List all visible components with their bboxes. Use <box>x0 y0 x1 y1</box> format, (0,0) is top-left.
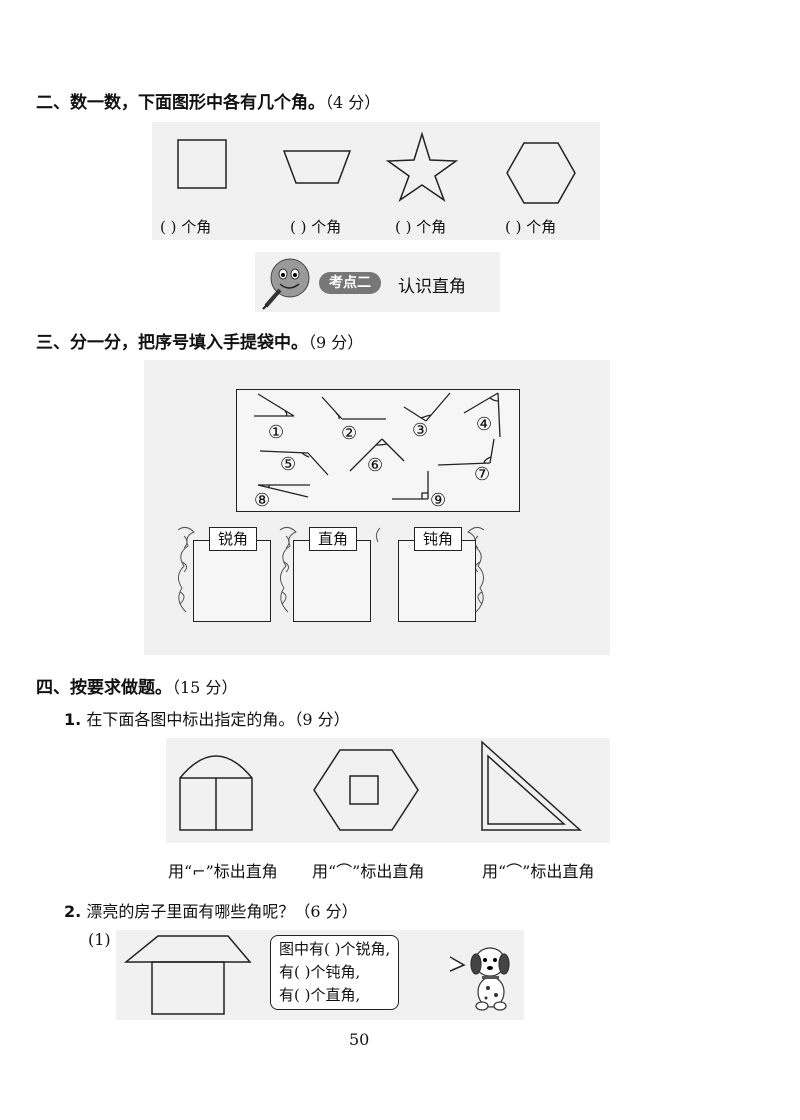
section4-title: 四、按要求做题。 <box>36 678 172 698</box>
kaodian-label: 考点二 <box>319 272 381 294</box>
q2-text: 漂亮的房子里面有哪些角呢？（6 分） <box>86 902 358 921</box>
q1-figures <box>179 740 582 831</box>
trapezoid-shape <box>282 150 352 184</box>
kaodian-title: 认识直角 <box>398 277 466 297</box>
angle-number-8: ⑧ <box>254 490 271 511</box>
section2-shapes <box>177 131 576 204</box>
speech-bubble: 图中有( )个锐角, 有( )个钝角, 有( )个直角, <box>270 935 400 1010</box>
acute-count-line[interactable]: 图中有( )个锐角, <box>279 940 391 958</box>
section2-title: 二、数一数，下面图形中各有几个角。 <box>36 93 325 113</box>
page-number: 50 <box>349 1030 370 1049</box>
square-shape <box>177 139 227 189</box>
q2-prompt: 2. 漂亮的房子里面有哪些角呢？（6 分） <box>64 898 358 922</box>
bubble-tail <box>450 956 466 972</box>
hexagon-with-square-shape <box>313 749 419 831</box>
q2-number: 2. <box>64 902 82 921</box>
acute-bag[interactable] <box>193 540 271 622</box>
q2-part-label: (1) <box>88 930 111 949</box>
acute-bag-tag: 锐角 <box>209 527 257 551</box>
angle-number-4: ④ <box>476 414 493 435</box>
section3-title: 三、分一分，把序号填入手提袋中。 <box>36 333 308 353</box>
house-shape <box>123 935 252 1015</box>
arched-window-shape <box>179 755 253 831</box>
section3-score: （9 分） <box>308 333 364 352</box>
obtuse-bag-tag: 钝角 <box>414 527 462 551</box>
section4-score: （15 分） <box>172 678 238 697</box>
q1-number: 1. <box>64 710 82 729</box>
right-triangle-shape <box>481 740 582 831</box>
dalmatian-dog-icon <box>470 947 510 1011</box>
obtuse-count-line[interactable]: 有( )个钝角, <box>279 963 361 981</box>
angle-number-5: ⑤ <box>280 454 297 475</box>
star-shape <box>385 131 459 202</box>
right-bag-tag: 直角 <box>309 527 357 551</box>
square-corner-blank[interactable]: ( ) 个角 <box>160 218 212 236</box>
angles-drawing <box>254 392 501 500</box>
hexagon-shape <box>506 142 576 204</box>
obtuse-bag[interactable] <box>398 540 476 622</box>
right-count-line[interactable]: 有( )个直角, <box>279 986 361 1004</box>
angle-number-1: ① <box>268 422 285 443</box>
right-bag[interactable] <box>293 540 371 622</box>
star-corner-blank[interactable]: ( ) 个角 <box>395 218 447 236</box>
angle-number-2: ② <box>341 423 358 444</box>
section4-heading: 四、按要求做题。（15 分） <box>36 673 237 698</box>
section2-score: （4 分） <box>325 93 381 112</box>
caption-hexagon: 用“⌒”标出直角 <box>312 862 425 881</box>
q1-text: 在下面各图中标出指定的角。（9 分） <box>86 710 350 729</box>
q1-prompt: 1. 在下面各图中标出指定的角。（9 分） <box>64 706 350 730</box>
trapezoid-corner-blank[interactable]: ( ) 个角 <box>290 218 342 236</box>
smiley-pencil-icon <box>262 258 310 310</box>
caption-window: 用“⌐”标出直角 <box>168 862 278 881</box>
hexagon-corner-blank[interactable]: ( ) 个角 <box>505 218 557 236</box>
angle-number-7: ⑦ <box>474 464 491 485</box>
section2-heading: 二、数一数，下面图形中各有几个角。（4 分） <box>36 88 380 113</box>
bag-decorations <box>177 526 485 613</box>
caption-triangle: 用“⌒”标出直角 <box>482 862 595 881</box>
section3-heading: 三、分一分，把序号填入手提袋中。（9 分） <box>36 328 363 353</box>
angle-number-6: ⑥ <box>367 455 384 476</box>
angle-number-3: ③ <box>412 420 429 441</box>
angle-number-9: ⑨ <box>430 490 447 511</box>
